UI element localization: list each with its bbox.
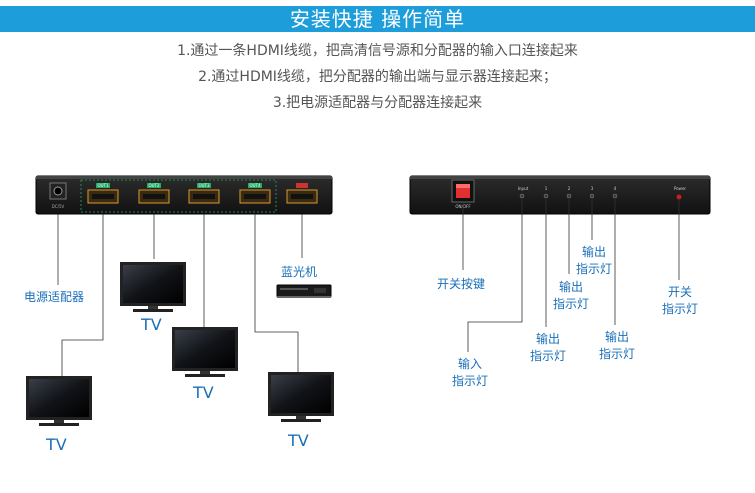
- output-led-label-2: 输出 指示灯: [551, 279, 591, 313]
- port-tag-2: [147, 183, 161, 188]
- power-led-label-line2: 指示灯: [661, 302, 698, 316]
- switch-button-label: 开关按键: [437, 277, 486, 291]
- output-led-label-3-line1: 输出: [581, 245, 606, 259]
- hdmi-out-port-2: [138, 183, 170, 204]
- port-tag-text-2: OUT2: [148, 183, 160, 188]
- input-text: Input: [518, 186, 529, 191]
- power-switch: [451, 179, 475, 203]
- hdmi-in-port: [286, 183, 318, 204]
- splitter-front-panel: DC/5V OUT1 OUT2 OUT3 OUT: [35, 175, 333, 215]
- led-number-3: 3: [591, 186, 594, 191]
- port-tag-text-1: OUT1: [97, 183, 109, 188]
- dc-power-jack: [49, 182, 67, 200]
- output-led-label-3-line2: 指示灯: [575, 262, 612, 276]
- step-1-text: 1.通过一条HDMI线缆，把高清信号源和分配器的输入口连接起来: [177, 43, 578, 59]
- bluray-player: [276, 284, 332, 298]
- input-led-label-line2: 指示灯: [451, 374, 488, 388]
- bluray-label: 蓝光机: [281, 265, 318, 279]
- power-text: Power: [674, 186, 686, 191]
- front-cables: [57, 214, 303, 376]
- power-adapter-label: 电源适配器: [24, 290, 85, 304]
- splitter-back-panel: ON/OFF Input 1 2 3 4 Power: [409, 175, 711, 215]
- output-led-1: [543, 193, 549, 199]
- output-led-2: [566, 193, 572, 199]
- port-tag-text-3: OUT3: [198, 183, 210, 188]
- page-title-banner: 安装快捷 操作简单: [0, 6, 755, 32]
- hdmi-out-port-1: [87, 183, 119, 204]
- output-led-label-1-line1: 输出: [535, 332, 560, 346]
- dc-label: DC/5V: [52, 204, 65, 209]
- power-led-label-line1: 开关: [667, 285, 692, 299]
- step-2-text: 2.通过HDMI线缆，把分配器的输出端与显示器连接起来；: [198, 69, 557, 85]
- tv-4: [268, 372, 334, 422]
- output-led-label-1-line2: 指示灯: [529, 349, 566, 363]
- back-leader-lines: [462, 198, 680, 352]
- tv-label-2: TV: [193, 383, 214, 402]
- hdmi-out-port-4: [239, 183, 271, 204]
- tv-label-4: TV: [288, 431, 309, 450]
- led-number-2: 2: [568, 186, 571, 191]
- tv-label-1: TV: [141, 315, 162, 334]
- led-number-4: 4: [614, 186, 617, 191]
- tv-1: [120, 262, 186, 312]
- output-led-label-4: 输出 指示灯: [597, 329, 637, 363]
- power-led: [676, 194, 682, 200]
- input-led-label: 输入 指示灯: [450, 356, 490, 390]
- output-led-4: [612, 193, 618, 199]
- output-led-label-2-line1: 输出: [558, 280, 583, 294]
- tv-3: [26, 376, 92, 426]
- output-led-label-1: 输出 指示灯: [528, 331, 568, 365]
- output-led-label-4-line2: 指示灯: [598, 347, 635, 361]
- port-tag-4: [248, 183, 262, 188]
- input-led: [519, 193, 525, 199]
- port-tag-3: [197, 183, 211, 188]
- output-led-label-3: 输出 指示灯: [574, 244, 614, 278]
- tv-2: [172, 327, 238, 377]
- power-led-label: 开关 指示灯: [660, 284, 700, 318]
- hdmi-out-port-3: [188, 183, 220, 204]
- tv-label-3: TV: [46, 435, 67, 454]
- port-tag-text-4: OUT4: [249, 183, 261, 188]
- output-led-label-2-line2: 指示灯: [552, 297, 589, 311]
- output-led-label-4-line1: 输出: [604, 330, 629, 344]
- input-led-label-line1: 输入: [457, 357, 482, 371]
- led-number-1: 1: [545, 186, 548, 191]
- step-3-text: 3.把电源适配器与分配器连接起来: [272, 95, 483, 111]
- output-led-3: [589, 193, 595, 199]
- port-tag-1: [96, 183, 110, 188]
